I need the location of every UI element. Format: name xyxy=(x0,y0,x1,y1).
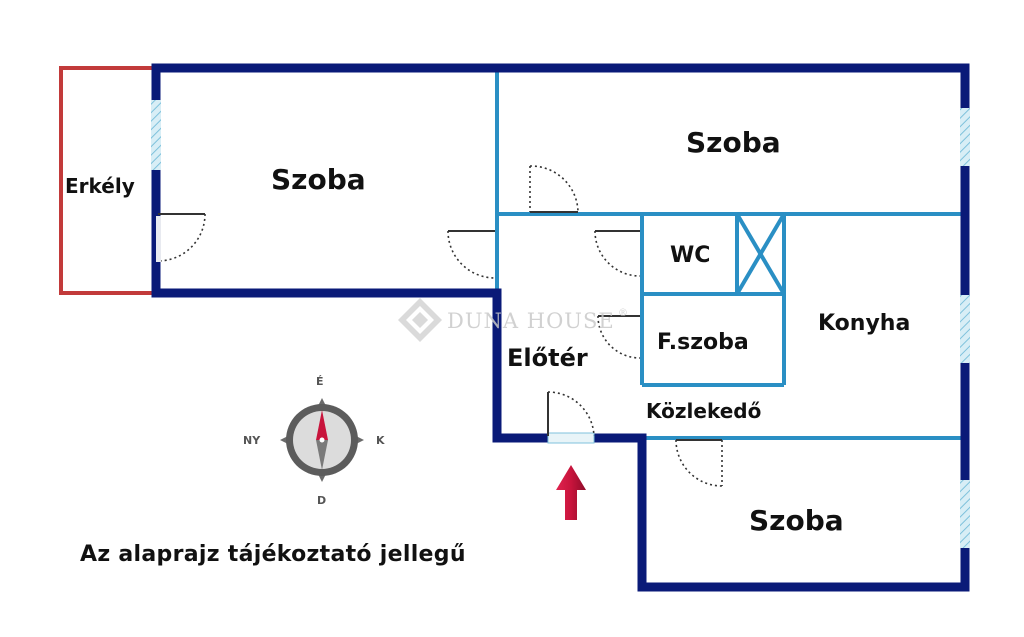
compass-south: D xyxy=(317,494,326,507)
door-szoba-bottom xyxy=(675,439,723,487)
room-label-erkely: Erkély xyxy=(65,174,135,198)
door-entrance xyxy=(547,391,595,437)
doors xyxy=(156,165,723,487)
door-erkely xyxy=(156,213,206,262)
door-szoba-top xyxy=(529,165,579,213)
door-szoba-left xyxy=(447,230,496,279)
watermark-text: DUNA HOUSE xyxy=(447,309,615,333)
compass-icon: É D K NY xyxy=(243,375,385,507)
room-label-eloter: Előtér xyxy=(507,344,588,372)
watermark-registered: ® xyxy=(618,308,629,319)
room-label-fszoba: F.szoba xyxy=(657,330,749,355)
door-fszoba xyxy=(597,315,641,359)
room-label-szoba-top-right: Szoba xyxy=(686,126,781,159)
entrance-arrow-icon xyxy=(556,465,586,520)
room-label-konyha: Konyha xyxy=(818,311,910,336)
inner-walls xyxy=(495,70,965,440)
compass-north: É xyxy=(316,375,324,388)
windows xyxy=(151,100,970,548)
compass-west: NY xyxy=(243,434,261,447)
compass-east: K xyxy=(376,434,385,447)
room-label-szoba-left: Szoba xyxy=(271,163,366,196)
room-label-wc: WC xyxy=(670,243,710,268)
room-label-szoba-bottom: Szoba xyxy=(749,504,844,537)
watermark: DUNA HOUSE ® xyxy=(398,298,629,342)
outer-walls xyxy=(151,63,970,592)
room-label-kozlekedo: Közlekedő xyxy=(646,399,761,423)
door-wc xyxy=(594,230,641,277)
duna-house-logo xyxy=(398,298,442,342)
disclaimer-note: Az alaprajz tájékoztató jellegű xyxy=(80,542,466,567)
